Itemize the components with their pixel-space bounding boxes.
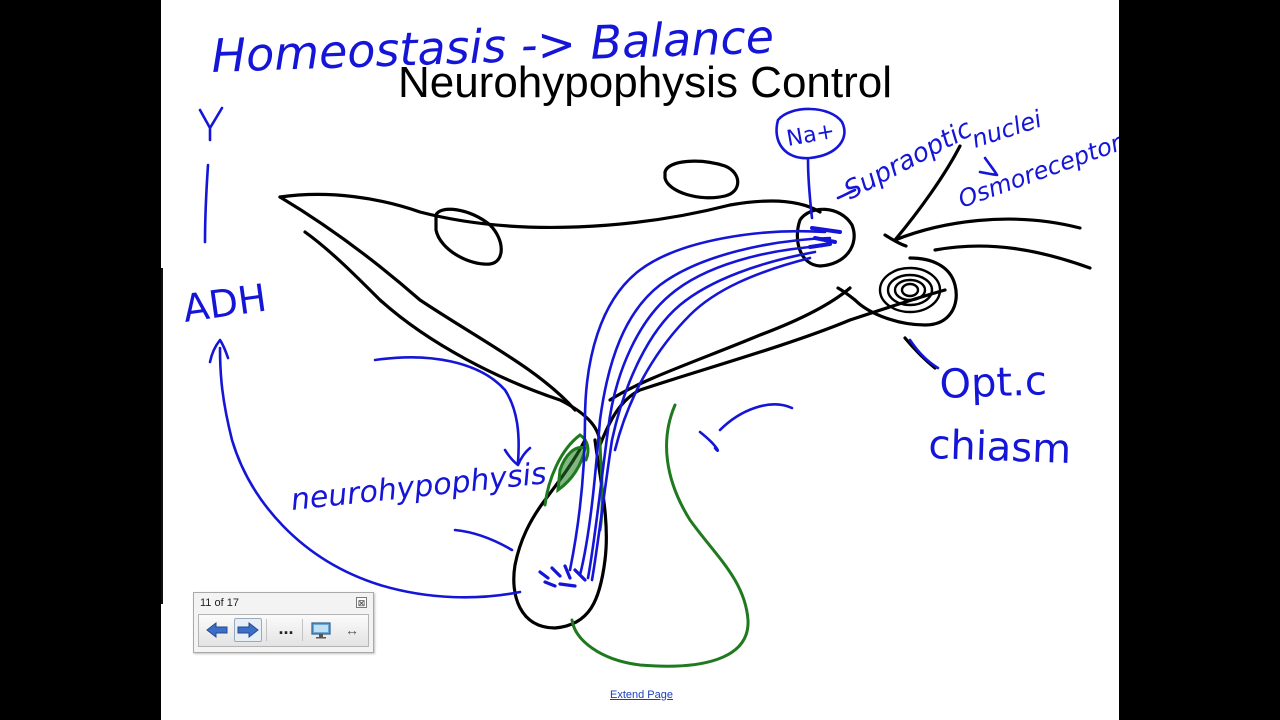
infundibulum-right-upper [608,286,852,402]
page-navigator-panel[interactable]: 11 of 17 ⊠ ... ↔ [193,592,374,653]
hypothalamus-outer-outline [278,192,822,229]
lower-arrow [453,528,514,552]
arrow-right-icon [237,621,259,639]
axon-terminals [538,564,587,588]
hypothalamus-inner-outline [303,230,602,447]
neurohypophysis-arrowhead [503,446,532,467]
display-icon[interactable] [307,618,335,642]
axon-tract-5 [613,256,812,452]
axon-tract-4 [590,250,817,582]
axon-tract-1 [568,229,827,572]
supraoptic-nucleus-circle [795,207,856,268]
osmoreceptor-tick [883,233,908,248]
osmoreceptor-line [893,144,962,242]
adh-text: ADH [180,276,269,331]
chiasm-pointer [908,338,940,370]
arrow-left-icon [206,621,228,639]
more-options-button[interactable]: ... [278,617,294,638]
nat-pointer [806,158,814,220]
adh-feedback-arrow [218,346,522,599]
adh-arrowhead [208,338,230,364]
upper-oval [663,159,740,200]
next-page-button[interactable] [234,618,262,642]
optic-text: Opt.c [939,358,1048,408]
anterior-lobe-outline [570,403,750,668]
chiasm-text: chiasm [928,422,1072,473]
nuclei-dots [808,226,842,249]
neurohypophysis-arrow [373,356,520,464]
pars-intermedia-left [543,433,590,507]
neurohypophysis-text: neurohypophysis [289,456,548,518]
homeostasis-arrow-line [203,163,210,244]
page-edge-marker [161,268,163,604]
homeostasis-arrow-y [198,106,224,142]
extend-page-link[interactable]: Extend Page [610,689,673,701]
optic-nerve-upper [893,217,1082,242]
close-icon[interactable]: ⊠ [356,597,367,608]
slide-title: Neurohypophysis Control [397,58,893,107]
navigator-toolbar: ... ↔ [198,614,369,647]
nat-circle [775,107,846,160]
toolbar-separator [266,619,267,641]
chiasm-small-stroke [836,286,857,302]
nat-text: Na+ [785,119,837,152]
page-counter: 11 of 17 [200,597,239,609]
right-curve [698,403,794,453]
previous-page-button[interactable] [203,618,231,642]
optic-chiasm-spiral [878,266,942,314]
handwritten-diagram: Homeostasis -> Balance ADH Na+ Supraopti… [180,9,1119,668]
optic-nerve-lower [933,244,1092,270]
dock-toggle-icon[interactable]: ↔ [345,622,359,638]
third-ventricle-oval [434,207,503,266]
optic-chiasm-body [853,256,958,327]
nuclei-text: nuclei [968,105,1045,154]
osmo-arrow [978,156,999,177]
axon-tract-2 [578,236,832,577]
axon-tract-3 [586,244,824,580]
supraoptic-underline [836,188,857,200]
hypothalamus-floor [278,195,577,412]
toolbar-separator [302,619,303,641]
